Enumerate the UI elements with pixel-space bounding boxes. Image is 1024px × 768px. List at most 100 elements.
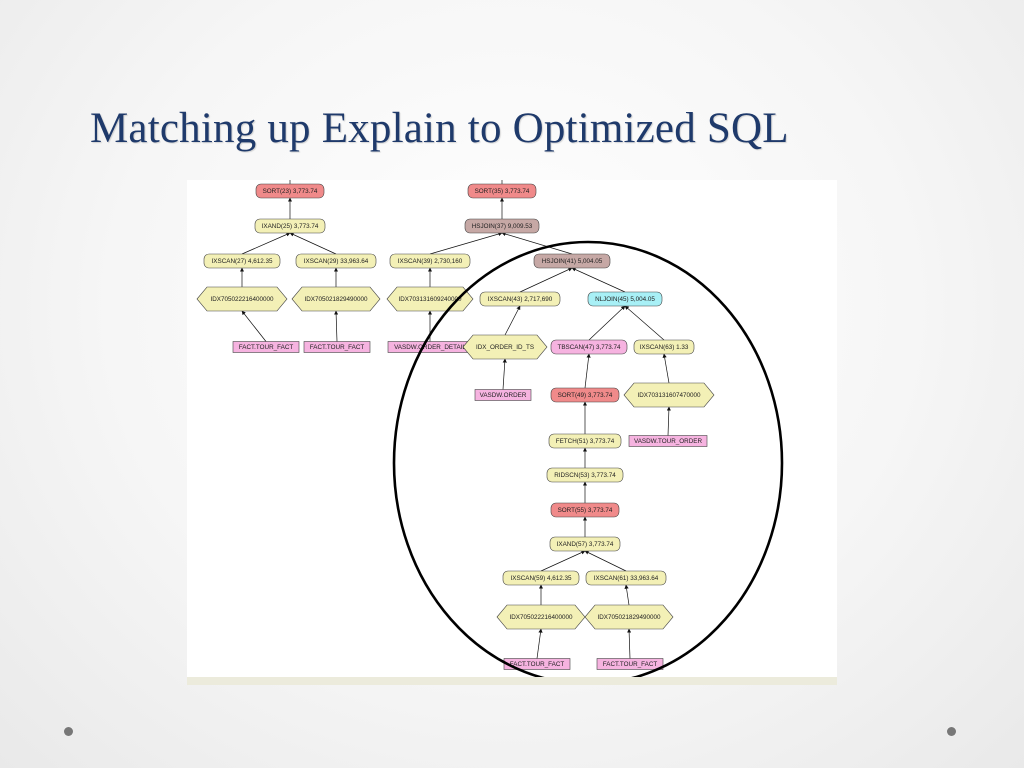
- edge-ixscan27-to-ixand25: [241, 232, 291, 255]
- plan-node-shape-fact4: [596, 658, 664, 670]
- edge-ixscan43-to-hsjoin41: [519, 267, 573, 293]
- plan-node-ixscan63[interactable]: IXSCAN(63) 1.33: [633, 339, 695, 355]
- plan-node-orderdetail[interactable]: VASDW.ORDER_DETAIL: [387, 341, 473, 353]
- plan-node-fact1[interactable]: FACT.TOUR_FACT: [232, 341, 300, 353]
- panel-bottom-bar: [187, 677, 837, 685]
- plan-node-tbscan47[interactable]: TBSCAN(47) 3,773.74: [550, 339, 628, 355]
- plan-node-ixscan61[interactable]: IXSCAN(61) 33,963.64: [585, 570, 667, 586]
- plan-node-ixscan39[interactable]: IXSCAN(39) 2,730,160: [389, 253, 471, 269]
- plan-node-label: SORT(49) 3,773.74: [558, 392, 613, 399]
- plan-node-idx3[interactable]: IDX703131609240000: [386, 286, 474, 312]
- edge-tbscan47-to-nljoin45: [588, 305, 626, 341]
- plan-node-fact4[interactable]: FACT.TOUR_FACT: [596, 658, 664, 670]
- plan-node-ixand57[interactable]: IXAND(57) 3,773.74: [549, 536, 621, 552]
- edge-fact4-to-idx6: [627, 628, 632, 659]
- plan-node-label: IXAND(25) 3,773.74: [262, 223, 319, 230]
- edge-ixscan59-to-ixand57: [540, 550, 586, 572]
- plan-node-shape-ixand25: [254, 218, 326, 234]
- plan-node-shape-sort35: [467, 183, 537, 199]
- plan-node-shape-sort23: [255, 183, 325, 199]
- plan-node-ixscan29[interactable]: IXSCAN(29) 33,963.64: [295, 253, 377, 269]
- plan-node-ixscan43[interactable]: IXSCAN(43) 2,717,690: [479, 291, 561, 307]
- plan-node-idx6[interactable]: IDX705021829490000: [584, 604, 674, 630]
- edge-vasorder-to-idxorder: [502, 358, 507, 390]
- edge-sort49-to-tbscan47: [584, 353, 591, 389]
- edge-ixscan63-to-nljoin45: [624, 305, 665, 341]
- plan-node-idx5[interactable]: IDX705022216400000: [496, 604, 586, 630]
- plan-node-shape-fact1: [232, 341, 300, 353]
- plan-node-shape-vasorder: [474, 389, 532, 401]
- plan-node-label: IXAND(57) 3,773.74: [557, 541, 614, 548]
- plan-node-label: NLJOIN(45) 5,004.05: [595, 296, 655, 303]
- plan-node-shape-ixscan61: [585, 570, 667, 586]
- plan-node-shape-fact3: [503, 658, 571, 670]
- plan-node-hsjoin37[interactable]: HSJOIN(37) 9,009.53: [464, 218, 540, 234]
- plan-node-vasorder[interactable]: VASDW.ORDER: [474, 389, 532, 401]
- plan-node-ixand25[interactable]: IXAND(25) 3,773.74: [254, 218, 326, 234]
- plan-node-label: VASDW.TOUR_ORDER: [634, 438, 702, 445]
- edge-idxorder-to-ixscan43: [504, 305, 521, 336]
- plan-node-label: IDX_ORDER_ID_TS: [476, 344, 534, 351]
- plan-node-label: IDX703131609240000: [398, 296, 462, 303]
- plan-node-ixscan27[interactable]: IXSCAN(27) 4,612.35: [203, 253, 281, 269]
- nav-dot-right: [947, 727, 956, 736]
- plan-node-label: IDX705021829490000: [304, 296, 368, 303]
- plan-node-label: IXSCAN(29) 33,963.64: [304, 258, 369, 265]
- plan-node-shape-fetch51: [548, 433, 622, 449]
- plan-node-sort49[interactable]: SORT(49) 3,773.74: [550, 387, 620, 403]
- edge-nljoin45-to-hsjoin41: [571, 267, 626, 293]
- plan-node-shape-idx2: [291, 286, 381, 312]
- plan-node-idx1[interactable]: IDX705022216400000: [196, 286, 288, 312]
- plan-node-label: IXSCAN(59) 4,612.35: [511, 575, 572, 582]
- plan-node-shape-fact2: [303, 341, 371, 353]
- plan-node-shape-hsjoin37: [464, 218, 540, 234]
- plan-node-label: IXSCAN(63) 1.33: [640, 344, 689, 351]
- plan-node-label: SORT(23) 3,773.74: [263, 188, 318, 195]
- edge-fact2-to-idx2: [334, 310, 339, 342]
- plan-node-label: IDX703131607470000: [637, 392, 701, 399]
- plan-node-ixscan59[interactable]: IXSCAN(59) 4,612.35: [502, 570, 580, 586]
- edge-ixscan39-to-hsjoin37: [429, 232, 503, 255]
- edge-idx6-to-ixscan61: [624, 584, 630, 606]
- plan-node-shape-nljoin45: [587, 291, 663, 307]
- plan-node-label: IDX705022216400000: [509, 614, 573, 621]
- plan-node-nljoin45[interactable]: NLJOIN(45) 5,004.05: [587, 291, 663, 307]
- plan-node-label: FACT.TOUR_FACT: [510, 661, 565, 668]
- plan-node-label: RIDSCN(53) 3,773.74: [554, 472, 616, 479]
- edge-ixscan61-to-ixand57: [584, 550, 627, 572]
- plan-node-shape-ixscan29: [295, 253, 377, 269]
- plan-node-label: FETCH(51) 3,773.74: [556, 438, 615, 445]
- plan-node-sort55[interactable]: SORT(55) 3,773.74: [550, 502, 620, 518]
- plan-node-shape-idx6: [584, 604, 674, 630]
- plan-node-fetch51[interactable]: FETCH(51) 3,773.74: [548, 433, 622, 449]
- nav-dot-left: [64, 727, 73, 736]
- plan-node-shape-ixscan27: [203, 253, 281, 269]
- plan-node-fact3[interactable]: FACT.TOUR_FACT: [503, 658, 571, 670]
- plan-node-shape-ridscn53: [546, 467, 624, 483]
- edge-ixscan29-to-ixand25: [289, 232, 337, 255]
- plan-node-sort35[interactable]: SORT(35) 3,773.74: [467, 183, 537, 199]
- plan-node-fact2[interactable]: FACT.TOUR_FACT: [303, 341, 371, 353]
- plan-node-idx2[interactable]: IDX705021829490000: [291, 286, 381, 312]
- plan-node-label: HSJOIN(37) 9,009.53: [472, 223, 533, 230]
- plan-node-hsjoin41[interactable]: HSJOIN(41) 5,004.05: [533, 253, 611, 269]
- plan-node-shape-tbscan47: [550, 339, 628, 355]
- plan-node-shape-ixscan39: [389, 253, 471, 269]
- plan-node-tourorder[interactable]: VASDW.TOUR_ORDER: [628, 435, 708, 447]
- slide-title: Matching up Explain to Optimized SQL: [90, 105, 789, 152]
- plan-node-label: TBSCAN(47) 3,773.74: [558, 344, 621, 351]
- plan-node-idxorder[interactable]: IDX_ORDER_ID_TS: [462, 334, 548, 360]
- plan-node-sort23[interactable]: SORT(23) 3,773.74: [255, 183, 325, 199]
- plan-node-shape-idxorder: [462, 334, 548, 360]
- plan-node-idx4[interactable]: IDX703131607470000: [623, 382, 715, 408]
- plan-node-label: SORT(55) 3,773.74: [558, 507, 613, 514]
- plan-node-label: IXSCAN(43) 2,717,690: [488, 296, 553, 303]
- plan-node-label: IXSCAN(39) 2,730,160: [398, 258, 463, 265]
- plan-node-shape-tourorder: [628, 435, 708, 447]
- plan-node-label: FACT.TOUR_FACT: [239, 344, 294, 351]
- plan-node-ridscn53[interactable]: RIDSCN(53) 3,773.74: [546, 467, 624, 483]
- plan-node-shape-idx1: [196, 286, 288, 312]
- plan-node-shape-idx4: [623, 382, 715, 408]
